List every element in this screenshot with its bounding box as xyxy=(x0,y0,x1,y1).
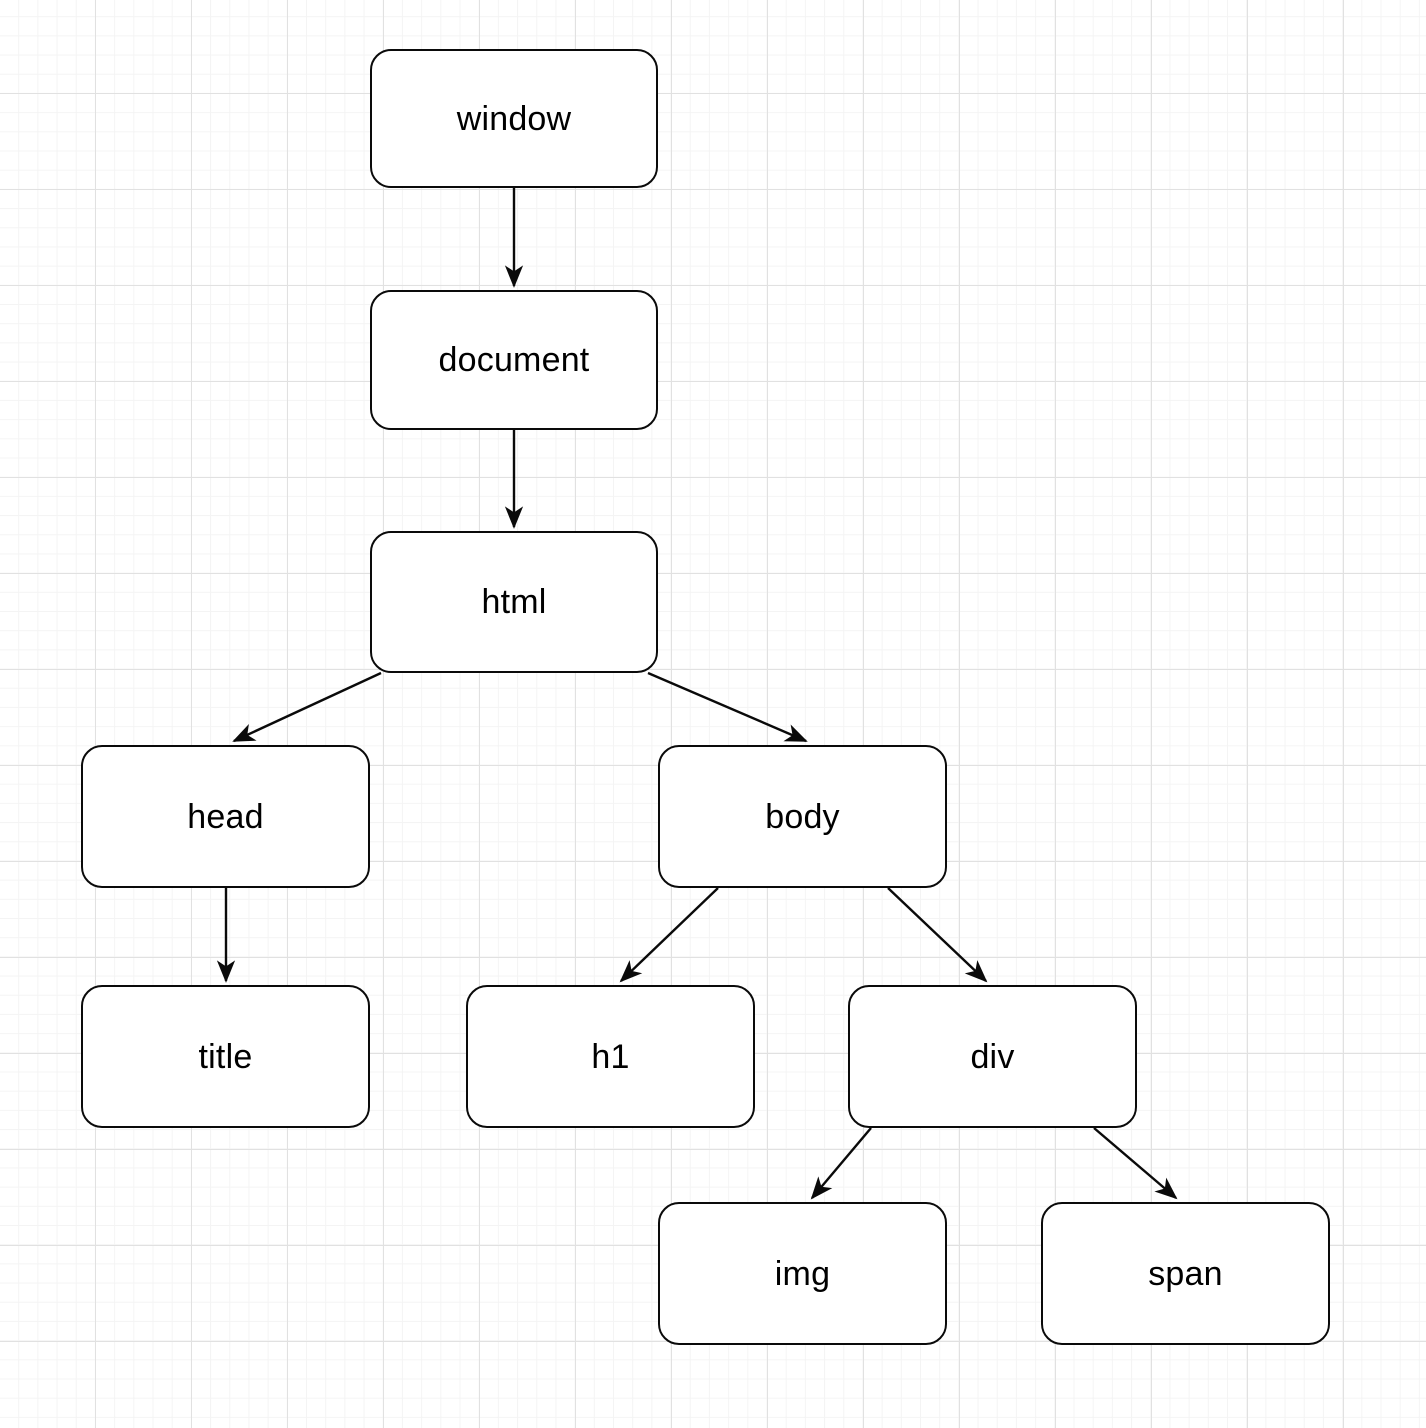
node-label: div xyxy=(970,1037,1015,1076)
node-label: title xyxy=(198,1037,253,1076)
node-head[interactable]: head xyxy=(81,745,370,888)
node-label: window xyxy=(456,99,572,138)
node-label: html xyxy=(481,583,547,621)
edge-body-to-div xyxy=(887,887,988,983)
edge-div-to-img xyxy=(810,1127,872,1200)
edge-html-to-body xyxy=(647,671,808,743)
node-h1[interactable]: h1 xyxy=(466,985,755,1128)
node-label: document xyxy=(438,341,590,379)
node-img[interactable]: img xyxy=(658,1202,947,1345)
edge-div-to-span xyxy=(1093,1127,1178,1200)
edge-html-to-head xyxy=(232,671,382,743)
node-label: img xyxy=(774,1254,831,1293)
node-label: body xyxy=(765,797,840,836)
node-html[interactable]: html xyxy=(370,531,658,673)
node-window[interactable]: window xyxy=(370,49,658,188)
node-body[interactable]: body xyxy=(658,745,947,888)
node-label: head xyxy=(187,797,264,836)
node-span[interactable]: span xyxy=(1041,1202,1330,1345)
node-title[interactable]: title xyxy=(81,985,370,1128)
node-document[interactable]: document xyxy=(370,290,658,430)
node-label: h1 xyxy=(591,1037,630,1076)
node-label: span xyxy=(1148,1254,1223,1293)
node-div[interactable]: div xyxy=(848,985,1137,1128)
edge-body-to-h1 xyxy=(619,887,719,983)
